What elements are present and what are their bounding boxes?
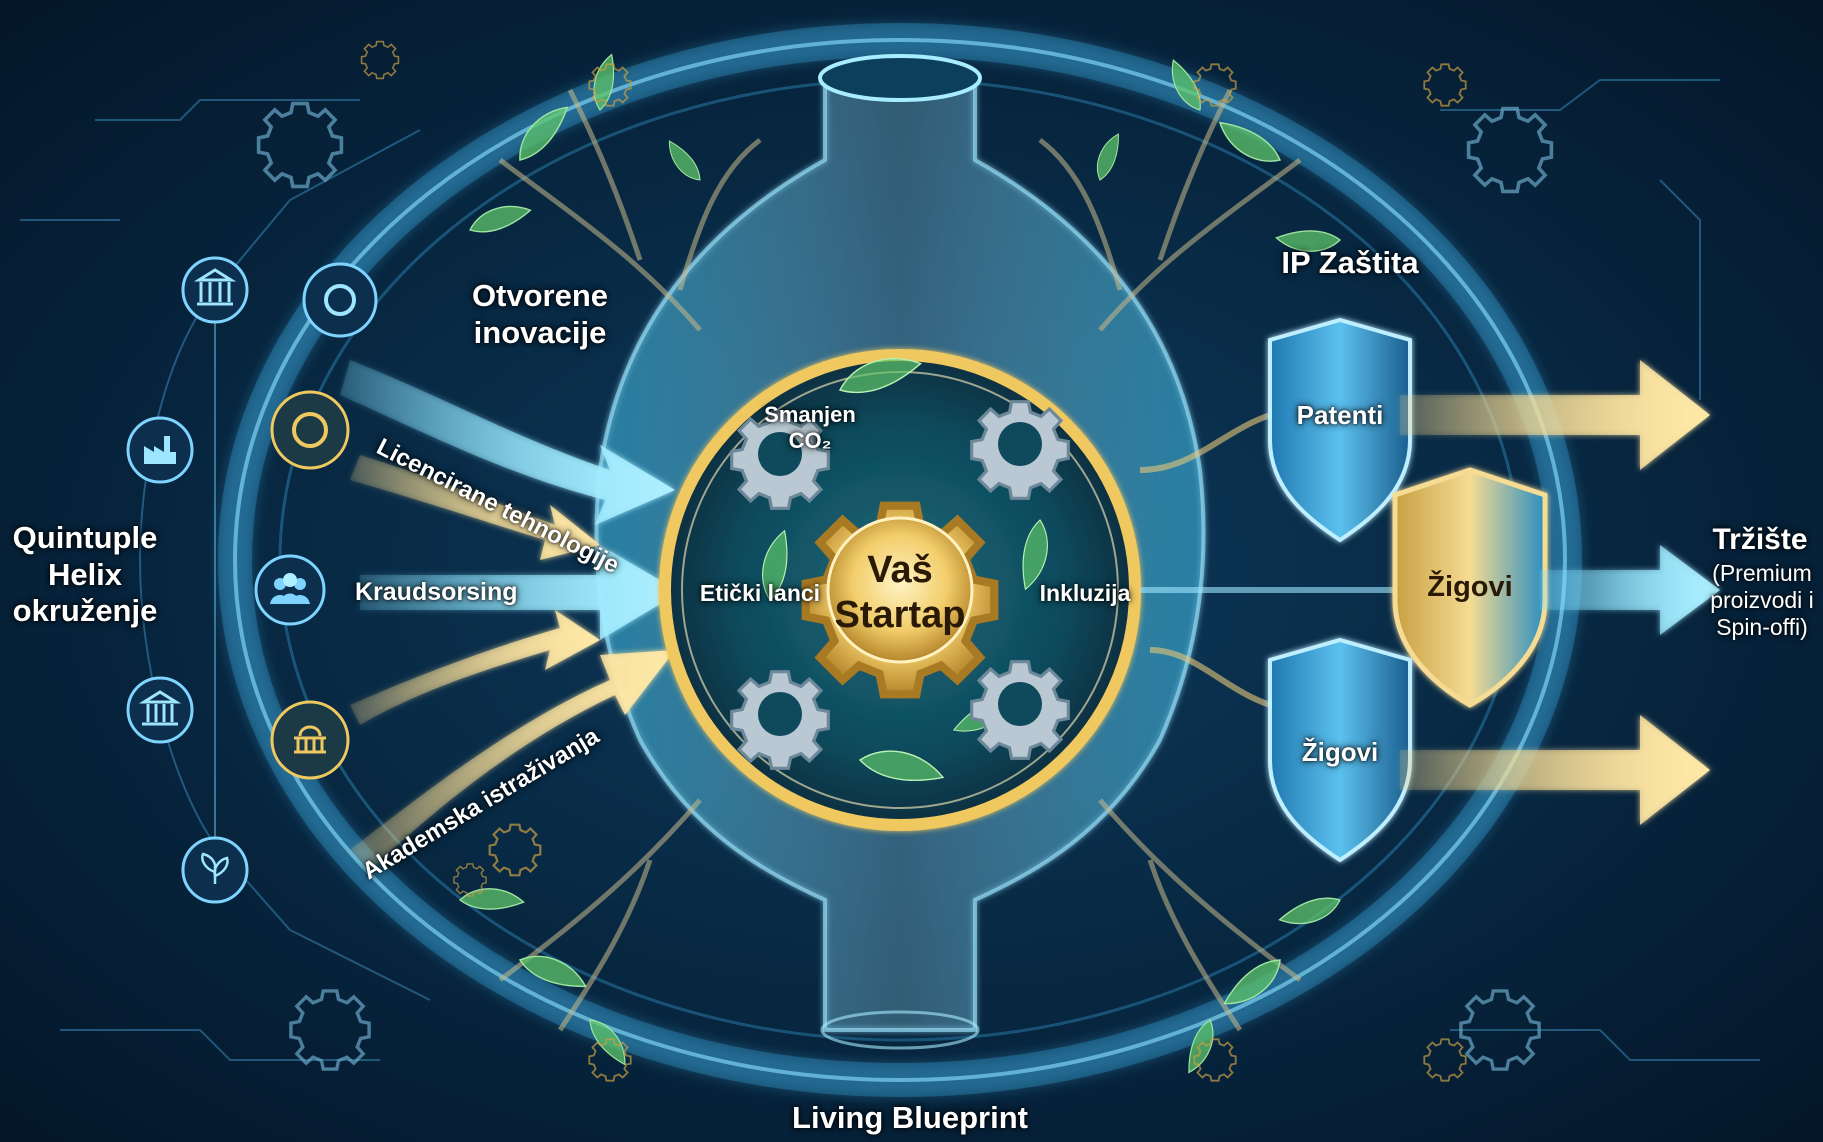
market-title: Tržište — [1700, 522, 1820, 557]
ethical-chains-label: Etički lanci — [690, 580, 830, 607]
gear-node-blue — [304, 264, 376, 336]
gear-node-gold — [272, 392, 348, 468]
market-arrow-bottom — [1400, 715, 1710, 825]
trademarks-label-gold: Žigovi — [1410, 570, 1530, 604]
university-icon — [128, 678, 192, 742]
institution-icon — [183, 258, 247, 322]
people-icon — [256, 556, 324, 624]
trademarks-label-blue: Žigovi — [1285, 737, 1395, 768]
capitol-node — [272, 702, 348, 778]
quintuple-helix-label: Quintuple Helix okruženje — [5, 520, 165, 630]
factory-icon — [128, 418, 192, 482]
crowdsourcing-label: Kraudsorsing — [355, 578, 515, 608]
open-innovation-label: Otvorene inovacije — [455, 278, 625, 351]
startup-label: Vaš Startap — [820, 548, 980, 638]
patents-label: Patenti — [1285, 400, 1395, 431]
market-subtitle: (Premium proizvodi i Spin-offi) — [1703, 560, 1821, 641]
inclusion-label: Inkluzija — [1030, 580, 1140, 607]
co2-label: Smanjen CO₂ — [755, 402, 865, 454]
ip-protection-label: IP Zaštita — [1270, 245, 1430, 282]
living-blueprint-label: Living Blueprint — [760, 1100, 1060, 1137]
leaf-icon — [183, 838, 247, 902]
